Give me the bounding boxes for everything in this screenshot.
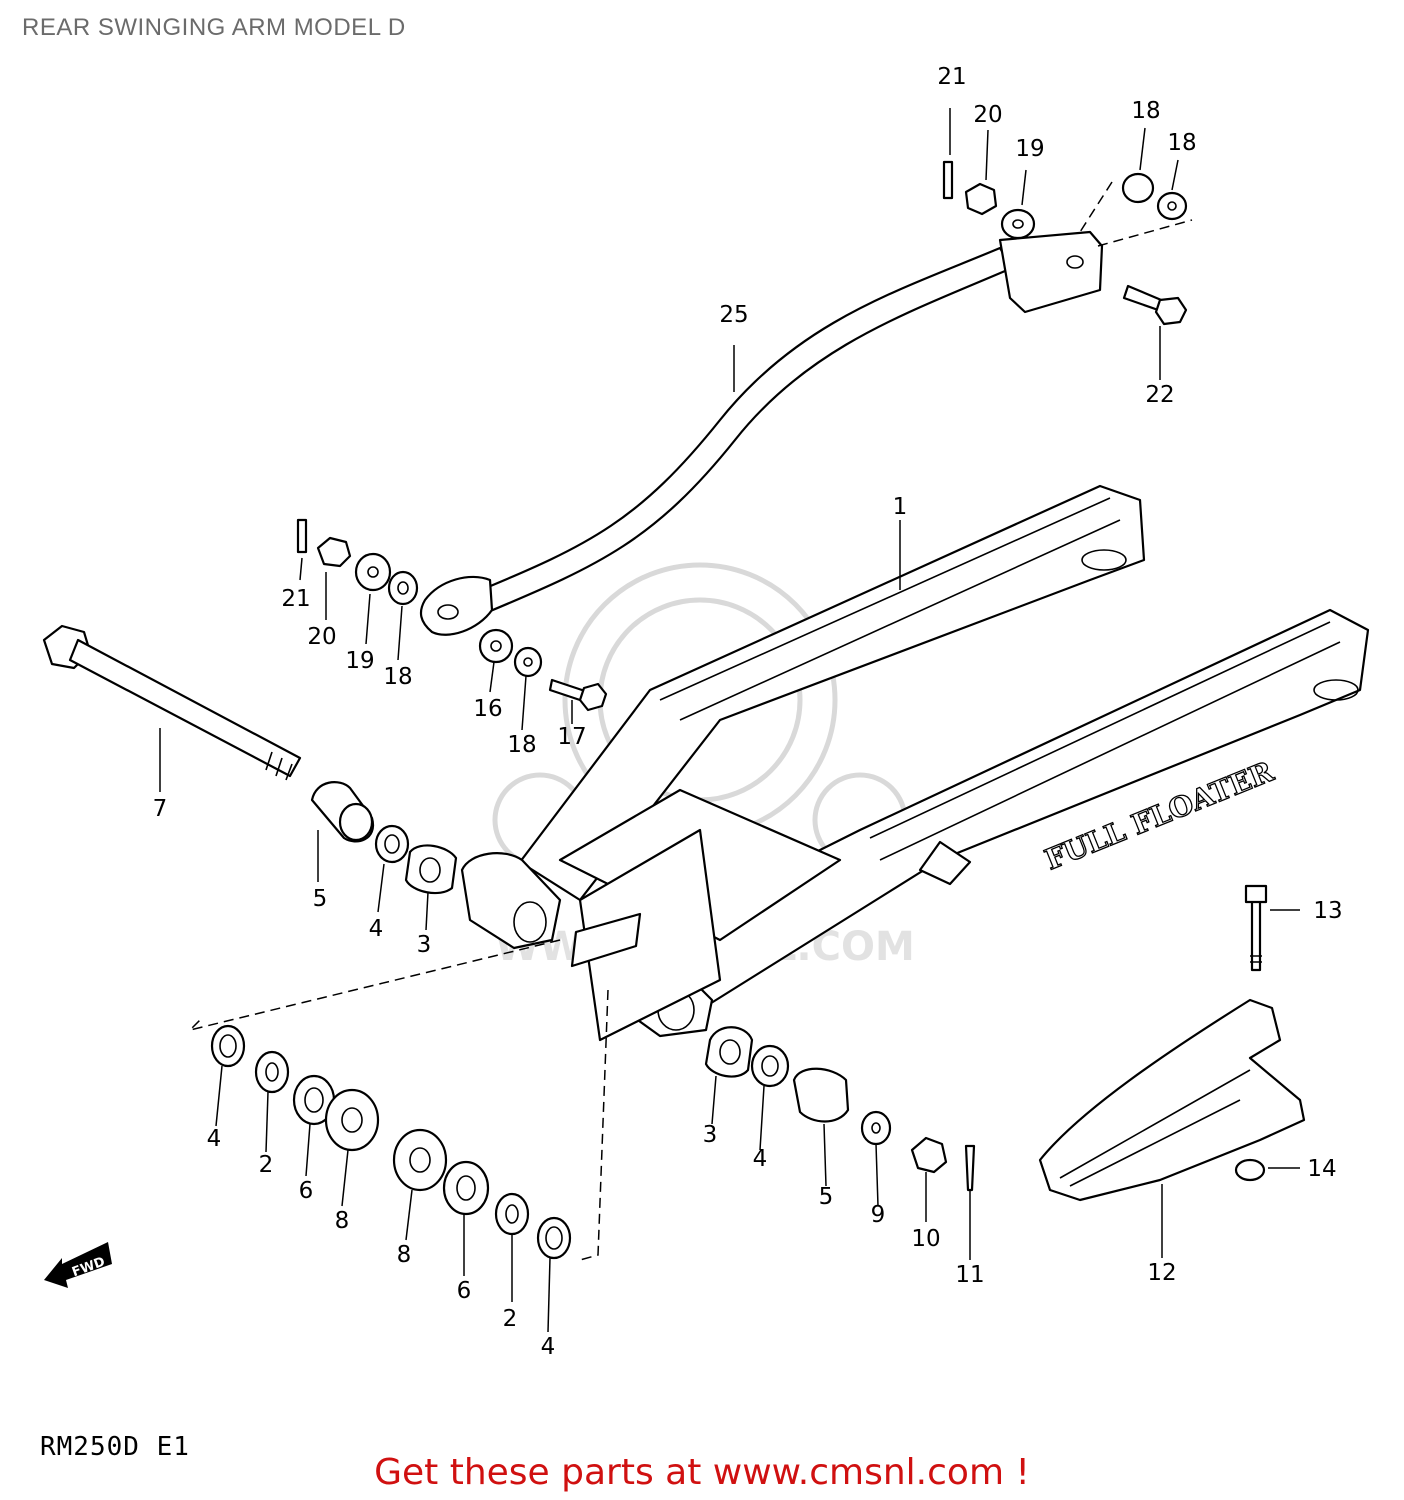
- rod-front-hardware: [296, 518, 419, 606]
- callout-9: 9: [871, 1202, 886, 1228]
- forward-arrow: FWD: [44, 1242, 112, 1288]
- callout-16: 16: [473, 696, 502, 722]
- leader-lines: [159, 108, 1300, 1333]
- pivot-shaft[interactable]: [42, 624, 302, 781]
- model-code: RM250D E1: [40, 1432, 190, 1462]
- callout-2-stack-a: 2: [259, 1152, 274, 1178]
- callout-4-stack-a: 4: [207, 1126, 222, 1152]
- callout-3-right: 3: [703, 1122, 718, 1148]
- chain-guide[interactable]: [1038, 884, 1306, 1202]
- swing-arm[interactable]: FULL FLOATER: [460, 484, 1370, 1042]
- callout-10: 10: [911, 1226, 940, 1252]
- callout-18: 18: [383, 664, 412, 690]
- page-title: REAR SWINGING ARM MODEL D: [22, 14, 406, 41]
- left-pivot-bushings: [310, 781, 458, 895]
- callout-18-link: 18: [507, 732, 536, 758]
- left-seal-stack: [210, 1024, 572, 1260]
- upper-hardware: [942, 160, 1193, 326]
- callout-labels: 21 20 19 18 18 22 25 1 21 20 19 18 16 18…: [153, 64, 1343, 1360]
- callout-11: 11: [955, 1262, 984, 1288]
- callout-2-stack-b: 2: [503, 1306, 518, 1332]
- callout-13: 13: [1313, 898, 1342, 924]
- callout-6-stack-b: 6: [457, 1278, 472, 1304]
- callout-14: 14: [1307, 1156, 1336, 1182]
- callout-3-left: 3: [417, 932, 432, 958]
- callout-19-top: 19: [1015, 136, 1044, 162]
- callout-20-top: 20: [973, 102, 1002, 128]
- callout-7: 7: [153, 796, 168, 822]
- callout-8-stack-b: 8: [397, 1242, 412, 1268]
- callout-25: 25: [719, 302, 748, 328]
- callout-21-top: 21: [937, 64, 966, 90]
- callout-22: 22: [1145, 382, 1174, 408]
- callout-20: 20: [307, 624, 336, 650]
- callout-5-left: 5: [313, 886, 328, 912]
- callout-6-stack-a: 6: [299, 1178, 314, 1204]
- callout-18-top-a: 18: [1131, 98, 1160, 124]
- callout-5-right: 5: [819, 1184, 834, 1210]
- torque-rod[interactable]: [419, 230, 1104, 636]
- callout-21: 21: [281, 586, 310, 612]
- callout-4-right: 4: [753, 1146, 768, 1172]
- callout-17: 17: [557, 724, 586, 750]
- callout-8-stack-a: 8: [335, 1208, 350, 1234]
- callout-19: 19: [345, 648, 374, 674]
- callout-1: 1: [893, 494, 908, 520]
- callout-18-top-b: 18: [1167, 130, 1196, 156]
- callout-12: 12: [1147, 1260, 1176, 1286]
- callout-4-stack-b: 4: [541, 1334, 556, 1360]
- right-pivot-hardware: [704, 1026, 976, 1192]
- get-parts-link[interactable]: Get these parts at www.cmsnl.com !: [374, 1452, 1030, 1493]
- link-hardware: [478, 628, 608, 712]
- callout-4-left: 4: [369, 916, 384, 942]
